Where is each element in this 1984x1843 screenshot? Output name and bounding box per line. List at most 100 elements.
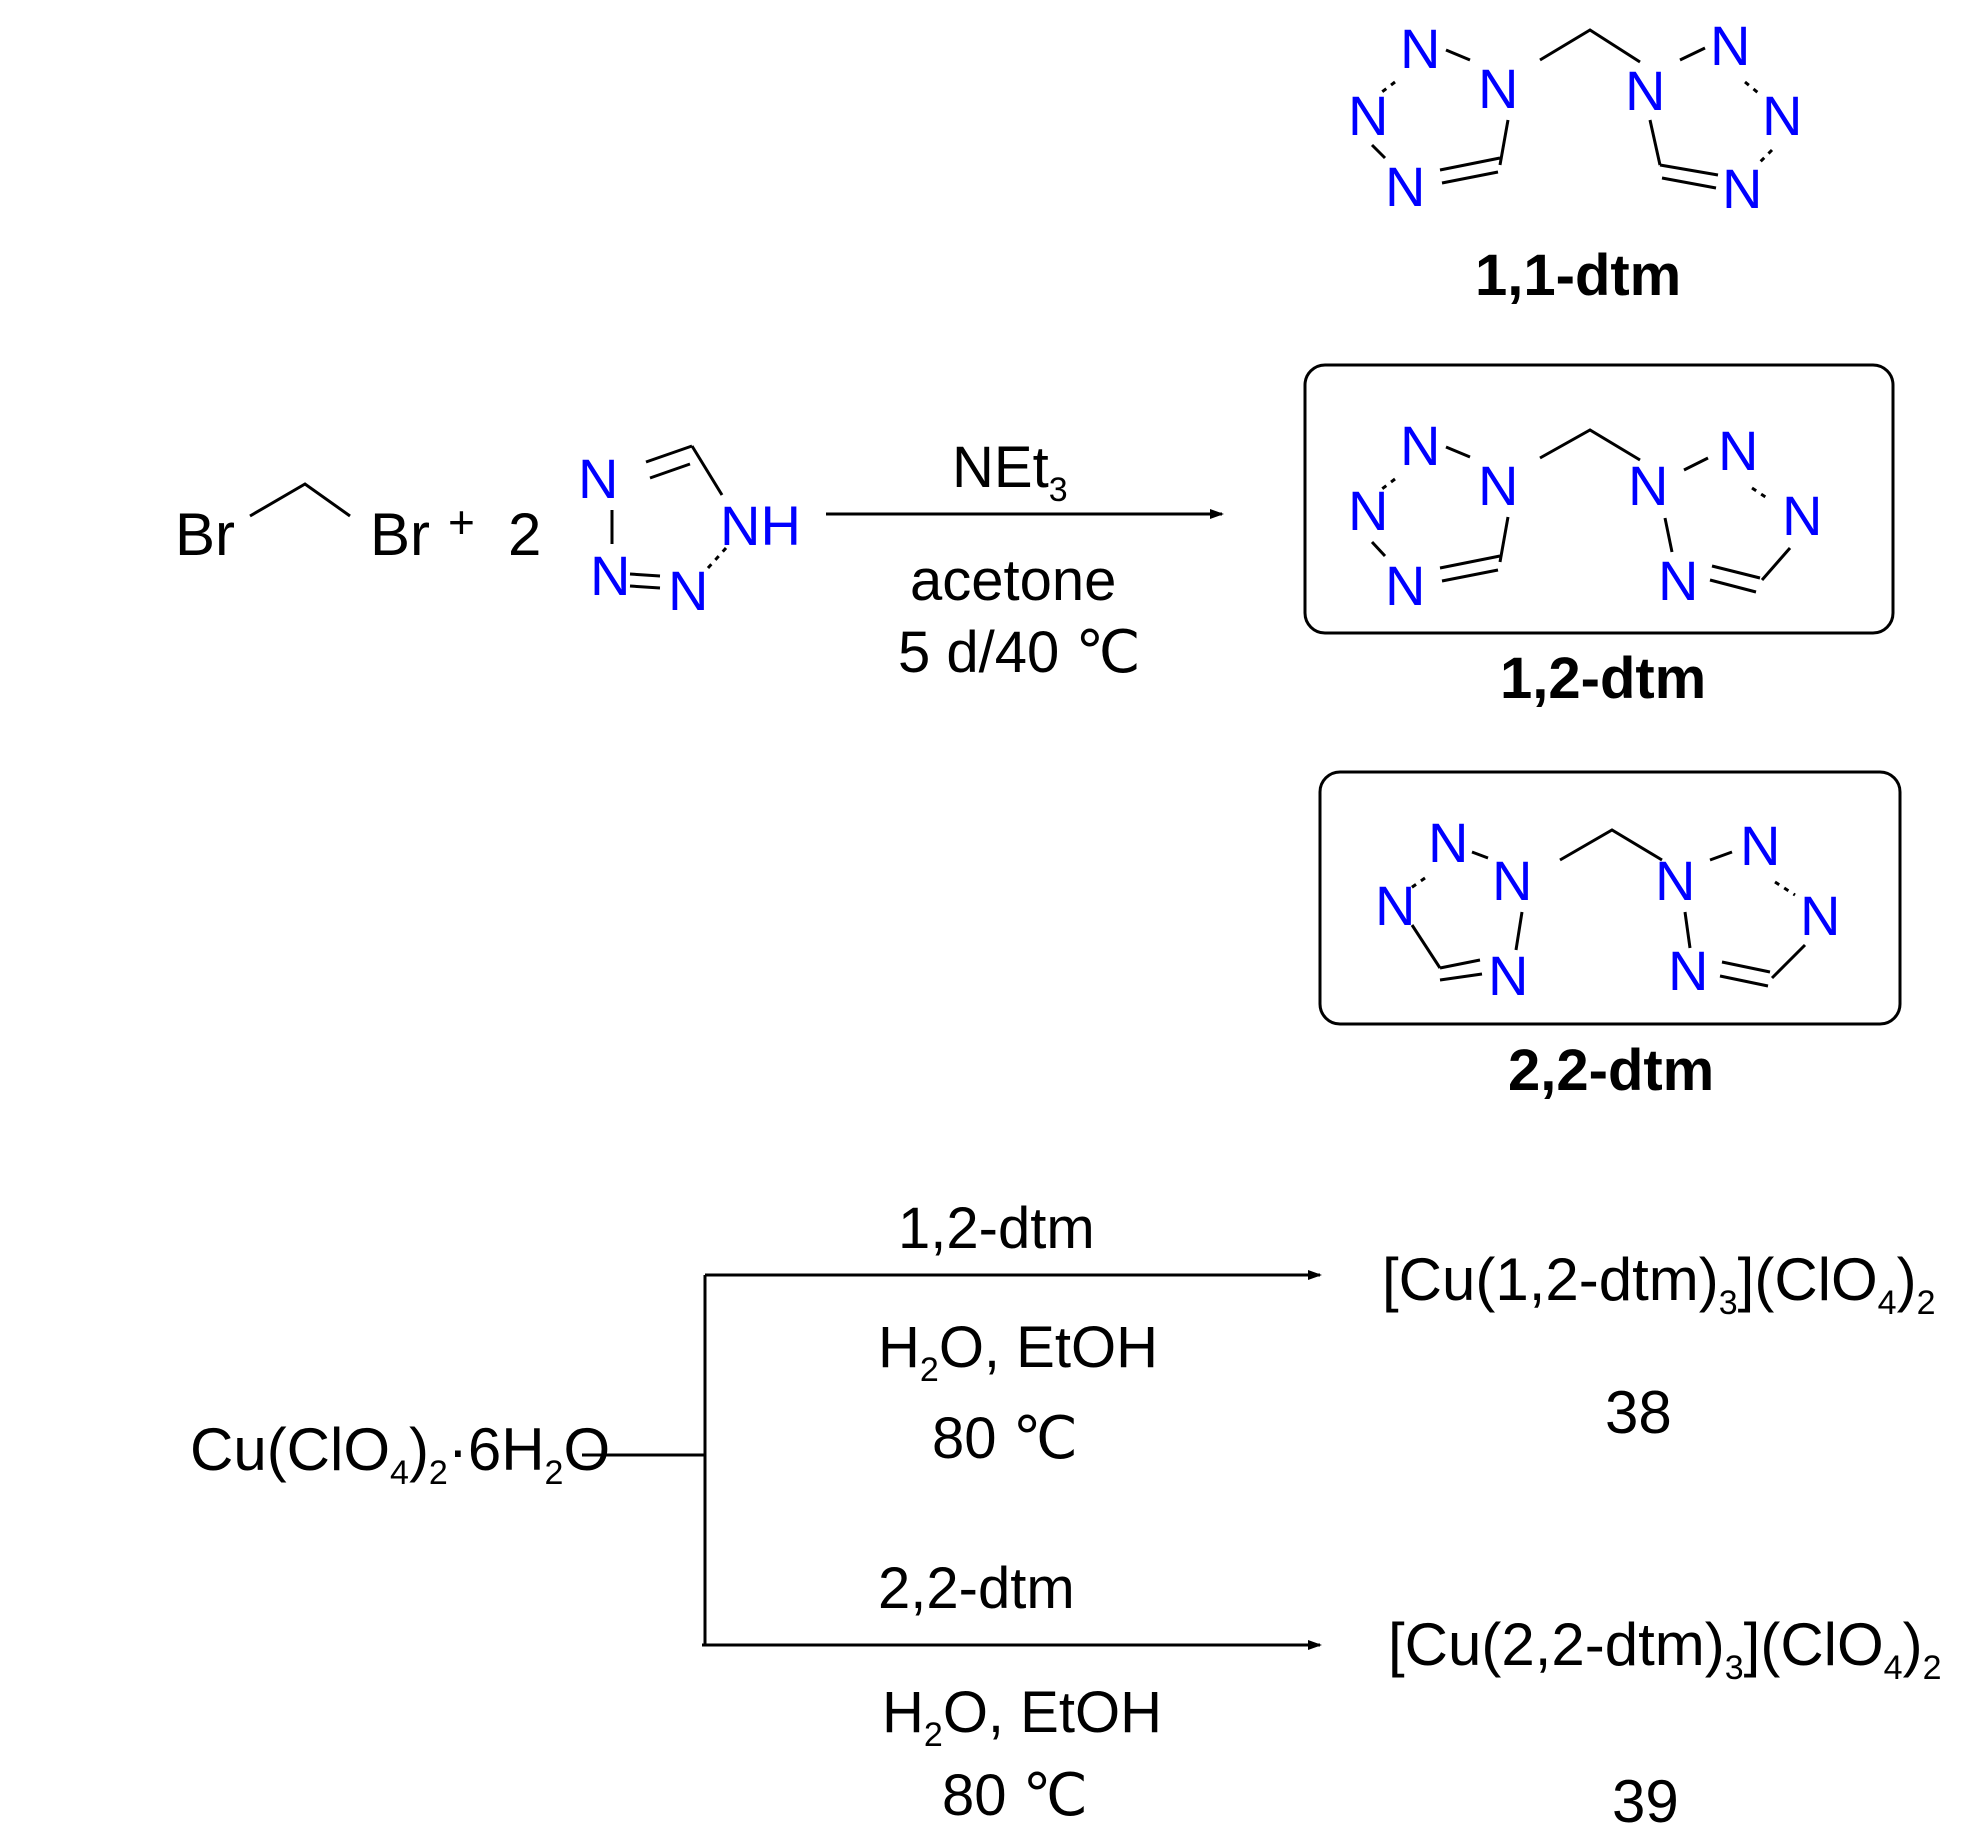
methylene-bridge xyxy=(1539,428,1641,462)
solvent-label: acetone xyxy=(910,548,1116,613)
reagent-base: NEt3 xyxy=(952,435,1068,509)
complex-upper: [Cu(1,2-dtm)3](ClO4)2 xyxy=(1382,1246,1935,1322)
bond xyxy=(1471,850,1489,860)
conditions-label: 5 d/40 ℃ xyxy=(898,620,1141,685)
bond xyxy=(1760,547,1792,581)
atom-n: N xyxy=(1710,14,1750,77)
bond xyxy=(706,546,728,570)
bond xyxy=(1445,445,1471,459)
bond xyxy=(1683,456,1709,472)
atom-n: N xyxy=(1488,944,1528,1007)
bond xyxy=(1441,170,1499,185)
bond xyxy=(1659,163,1719,177)
bond xyxy=(1744,80,1763,98)
temperature-lower: 80 ℃ xyxy=(942,1763,1088,1828)
bond xyxy=(1377,80,1396,97)
reagent-lower: 2,2-dtm xyxy=(878,1556,1075,1621)
atom-n: N xyxy=(1478,57,1518,120)
bond xyxy=(1721,960,1771,974)
bond xyxy=(1751,486,1771,502)
atom-n: N xyxy=(1375,874,1415,937)
bond xyxy=(1377,477,1396,494)
product-label-1-2-dtm: 1,2-dtm xyxy=(1500,646,1706,711)
bond xyxy=(1407,876,1426,892)
bond xyxy=(1719,974,1769,988)
bond xyxy=(1683,911,1692,949)
product-2-2-dtm: N N N N N N N N xyxy=(1375,811,1840,1007)
bond xyxy=(1370,143,1387,160)
bond xyxy=(1709,850,1733,862)
coefficient: 2 xyxy=(508,501,541,568)
atom-n: N xyxy=(1348,479,1388,542)
atom-n: N xyxy=(1478,454,1518,517)
atom-n: N xyxy=(668,559,708,622)
atom-n: N xyxy=(1668,939,1708,1002)
reagent-upper: 1,2-dtm xyxy=(898,1196,1095,1261)
bond xyxy=(1709,578,1757,594)
atom-nh: NH xyxy=(720,494,801,557)
atom-n: N xyxy=(578,447,618,510)
bond xyxy=(1498,516,1510,563)
bond xyxy=(629,572,661,578)
bond xyxy=(690,445,724,496)
atom-n: N xyxy=(1348,84,1388,147)
atom-n: N xyxy=(1658,549,1698,612)
atom-n: N xyxy=(1385,554,1425,617)
bromine-atom-left: Br xyxy=(175,501,235,568)
atom-n: N xyxy=(1628,454,1668,517)
bond xyxy=(645,444,693,464)
temperature-upper: 80 ℃ xyxy=(932,1406,1078,1471)
complex-lower: [Cu(2,2-dtm)3](ClO4)2 xyxy=(1388,1611,1941,1687)
atom-n: N xyxy=(1400,17,1440,80)
bond xyxy=(1514,911,1524,951)
bond xyxy=(1679,46,1706,62)
product-box-1-2-dtm xyxy=(1303,363,1895,635)
compound-number-39: 39 xyxy=(1612,1768,1679,1835)
bond xyxy=(1410,924,1442,969)
copper-perchlorate-hexahydrate: Cu(ClO4)2·6H2O xyxy=(190,1416,610,1492)
atom-n: N xyxy=(1722,157,1762,220)
methylene-bridge xyxy=(1559,828,1663,862)
bond xyxy=(1663,517,1674,553)
ch2-bonds xyxy=(249,482,351,518)
bond xyxy=(1439,958,1481,970)
atom-n: N xyxy=(1655,849,1695,912)
product-1-1-dtm: N N N N N N N N xyxy=(1348,14,1802,220)
product-box-2-2-dtm xyxy=(1318,770,1902,1026)
bond xyxy=(1498,119,1510,166)
atom-n: N xyxy=(1400,414,1440,477)
product-label-1-1-dtm: 1,1-dtm xyxy=(1475,243,1681,308)
bond xyxy=(1648,119,1662,166)
bond xyxy=(629,584,661,590)
atom-n: N xyxy=(1762,84,1802,147)
product-label-2-2-dtm: 2,2-dtm xyxy=(1508,1038,1714,1103)
bond xyxy=(1758,148,1774,164)
bond xyxy=(1445,48,1471,62)
bond xyxy=(1439,554,1501,570)
atom-n: N xyxy=(1718,419,1758,482)
bond xyxy=(1370,540,1387,558)
product-1-2-dtm: N N N N N N N N xyxy=(1348,414,1822,617)
bromine-atom-right: Br xyxy=(370,501,430,568)
atom-n: N xyxy=(1740,814,1780,877)
atom-n: N xyxy=(1625,59,1665,122)
bond xyxy=(1774,880,1796,897)
bond xyxy=(649,462,691,480)
bond xyxy=(1661,176,1717,190)
tetrazole-reactant: N NH N N xyxy=(578,444,801,622)
plus-sign: + xyxy=(448,496,475,548)
solvent-lower: H2O, EtOH xyxy=(882,1680,1162,1754)
atom-n: N xyxy=(1782,484,1822,547)
atom-n: N xyxy=(1385,155,1425,218)
bond xyxy=(1441,568,1499,583)
methylene-bridge xyxy=(1539,28,1641,64)
atom-n: N xyxy=(1492,849,1532,912)
atom-n: N xyxy=(590,544,630,607)
compound-number-38: 38 xyxy=(1605,1379,1672,1446)
atom-n: N xyxy=(1800,884,1840,947)
dibromomethane: Br Br xyxy=(175,482,430,568)
bond xyxy=(1770,943,1807,980)
bond xyxy=(1439,972,1483,982)
atom-n: N xyxy=(1428,811,1468,874)
